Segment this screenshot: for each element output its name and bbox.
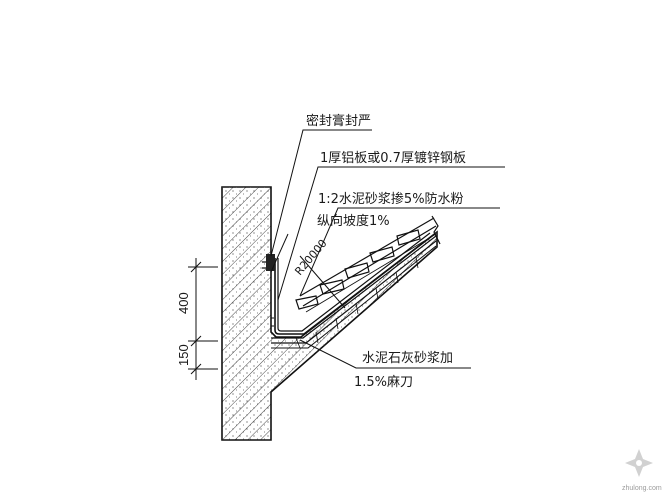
watermark-text: zhulong.com <box>622 485 662 492</box>
leader-lines <box>270 129 505 369</box>
sealant-label: 密封膏封严 <box>306 113 371 129</box>
metal-flashing <box>274 232 433 335</box>
lime-mortar-label-line1: 水泥石灰砂浆加 <box>362 351 453 366</box>
radius-leader <box>299 255 346 309</box>
lime-mortar-label-line2: 1.5%麻刀 <box>354 375 413 390</box>
dimension-line <box>188 258 218 380</box>
flashing-label: 1厚铝板或0.7厚镀锌钢板 <box>320 150 466 166</box>
dimension-upper: 400 <box>176 292 191 314</box>
dimension-lower: 150 <box>176 344 191 366</box>
break-line <box>431 215 441 245</box>
mortar-label-line1: 1:2水泥砂浆掺5%防水粉 <box>318 191 464 207</box>
concrete-wall <box>221 186 438 441</box>
roof-tiles <box>295 217 437 313</box>
watermark-logo: zhulong.com <box>622 449 662 492</box>
mortar-label-line2: 纵向坡度1% <box>317 213 390 229</box>
sealant-joint <box>262 233 289 327</box>
radius-label: R20000 <box>292 237 329 278</box>
